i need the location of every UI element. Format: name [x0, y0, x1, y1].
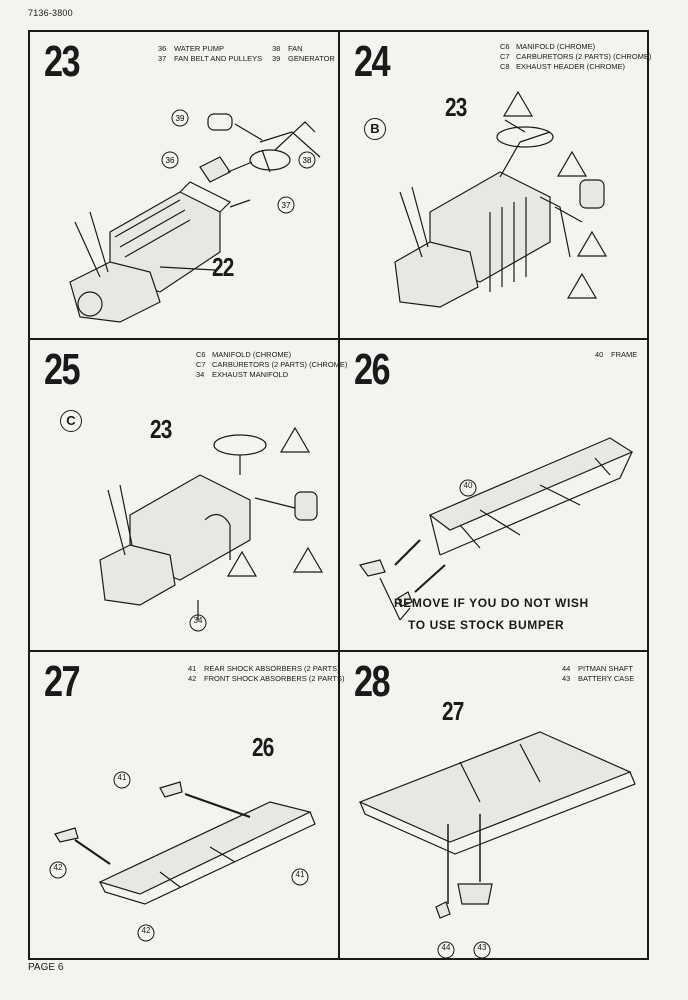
callout-37: 37	[282, 201, 291, 210]
step-number: 26	[354, 345, 391, 394]
callout-34: 34	[193, 616, 203, 625]
subassembly-ref: 27	[442, 696, 464, 726]
exhaust-manifold-drawing	[99, 426, 324, 632]
callout-41-right: 41	[295, 870, 305, 879]
variant-b-badge: B	[364, 118, 386, 140]
callout-42-bottom: 42	[141, 926, 151, 935]
engine-assembly-drawing: 39 36 38 37	[69, 109, 321, 323]
variant-c-badge: C	[60, 410, 82, 432]
subassembly-ref: 22	[212, 252, 234, 282]
step-number: 27	[44, 657, 81, 706]
frame-accessories-drawing	[358, 731, 636, 958]
callout-41-top: 41	[117, 773, 127, 782]
callout-44: 44	[441, 943, 451, 952]
page-number: PAGE 6	[28, 962, 64, 973]
callout-40: 40	[463, 481, 473, 490]
shock-absorber-drawing	[49, 771, 316, 942]
subassembly-ref: 23	[150, 414, 172, 444]
step-number: 24	[354, 37, 391, 86]
step-number: 23	[44, 37, 81, 86]
step-number: 28	[354, 657, 391, 706]
callout-36: 36	[166, 156, 175, 165]
note-line-2: TO USE STOCK BUMPER	[408, 618, 565, 632]
callout-39: 39	[176, 114, 185, 123]
engine-manifold-drawing	[394, 90, 608, 308]
subassembly-ref: 23	[445, 92, 467, 122]
note-line-1: REMOVE IF YOU DO NOT WISH	[394, 596, 589, 610]
step-number: 25	[44, 345, 81, 394]
subassembly-ref: 26	[252, 732, 274, 762]
callout-43: 43	[477, 943, 487, 952]
callout-38: 38	[303, 156, 312, 165]
frame-drawing	[358, 437, 634, 621]
callout-42-left: 42	[53, 863, 63, 872]
document-code: 7136-3800	[28, 8, 73, 18]
